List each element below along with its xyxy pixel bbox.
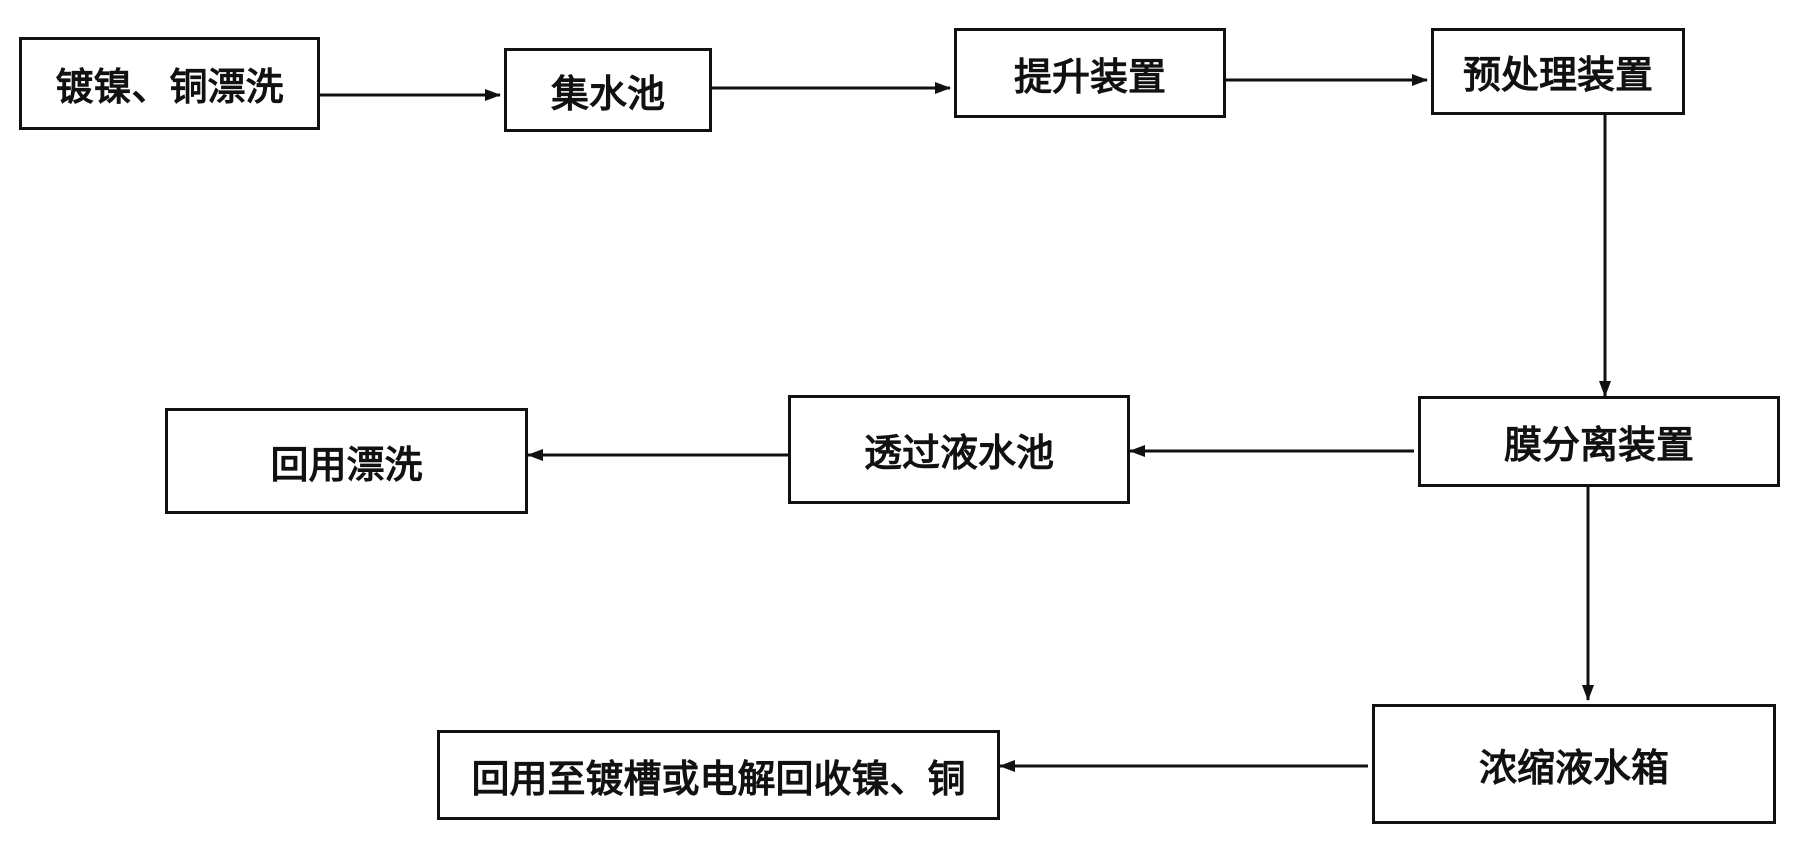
node-permeate: 透过液水池	[788, 395, 1130, 504]
node-reuse-rinse: 回用漂洗	[165, 408, 528, 514]
node-permeate-label: 透过液水池	[863, 431, 1054, 475]
node-pretreat-label: 预处理装置	[1462, 53, 1653, 97]
node-lift: 提升装置	[954, 28, 1226, 118]
node-rinse-label: 镀镍、铜漂洗	[55, 65, 284, 109]
node-concentrate-label: 浓缩液水箱	[1478, 745, 1669, 790]
node-sump: 集水池	[504, 48, 712, 132]
node-lift-label: 提升装置	[1013, 54, 1166, 99]
node-rinse: 镀镍、铜漂洗	[19, 37, 320, 130]
node-sump-label: 集水池	[550, 71, 665, 116]
node-pretreat: 预处理装置	[1431, 28, 1685, 115]
node-membrane-label: 膜分离装置	[1503, 423, 1694, 467]
node-reuse-rinse-label: 回用漂洗	[270, 442, 423, 487]
node-concentrate: 浓缩液水箱	[1372, 704, 1776, 824]
node-membrane: 膜分离装置	[1418, 396, 1780, 487]
node-recover: 回用至镀槽或电解回收镍、铜	[437, 730, 1000, 820]
node-recover-label: 回用至镀槽或电解回收镍、铜	[471, 756, 966, 801]
